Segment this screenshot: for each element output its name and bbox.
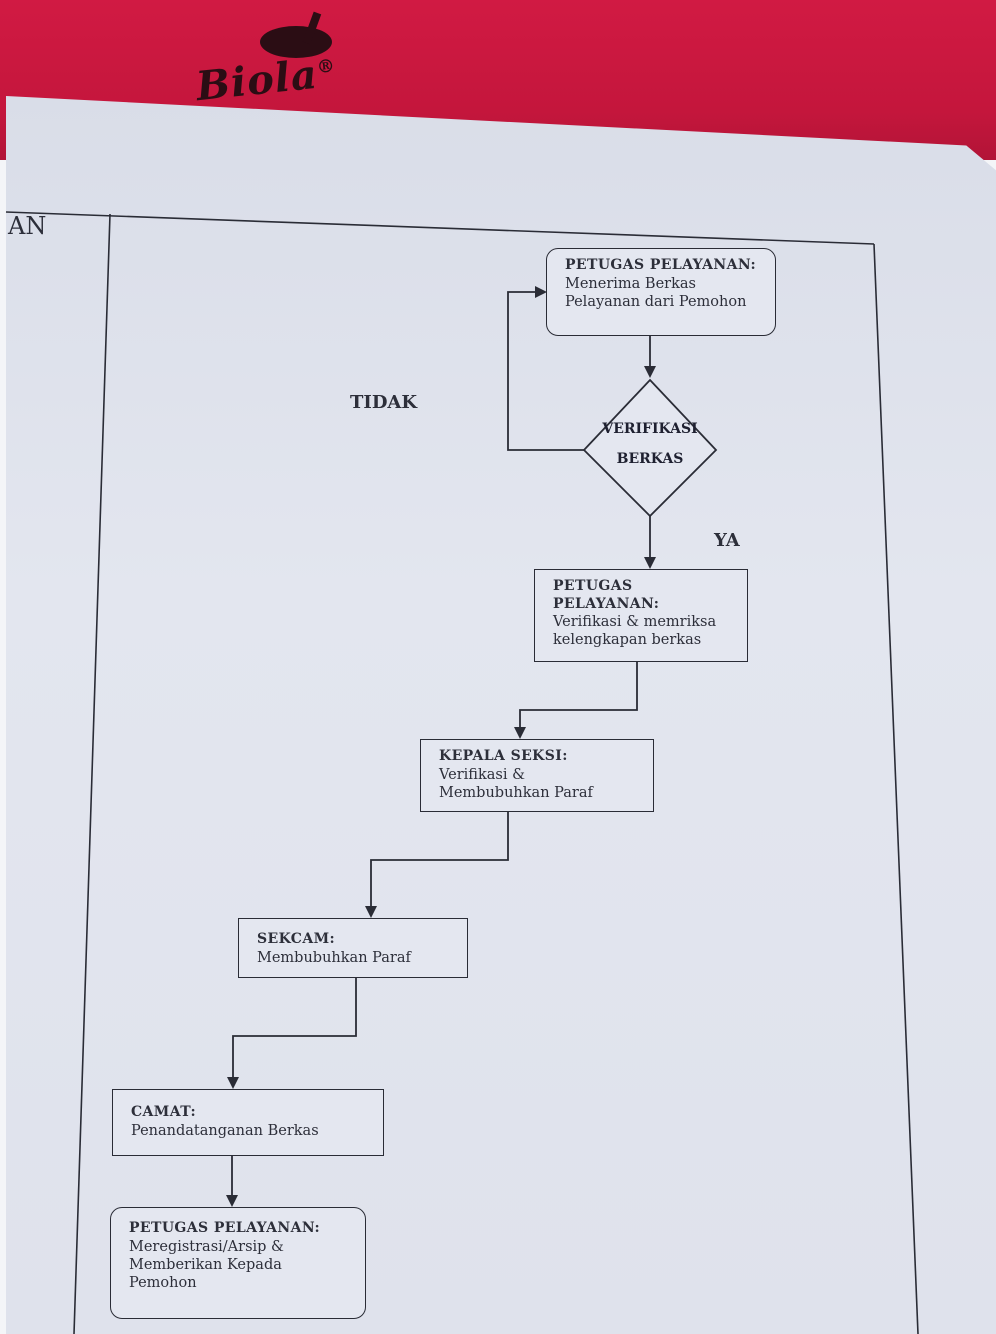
step-role: PETUGAS PELAYANAN:	[565, 257, 757, 273]
step-description: Membubuhkan Paraf	[257, 949, 411, 966]
step-description: Meregistrasi/Arsip & Memberikan Kepada P…	[129, 1238, 284, 1291]
decision-verifikasi-berkas: VERIFIKASI BERKAS	[590, 414, 710, 474]
label-ya: YA	[714, 530, 740, 551]
step-description: Penandatanganan Berkas	[131, 1122, 319, 1139]
step-description: Menerima Berkas Pelayanan dari Pemohon	[565, 275, 747, 310]
arrow-step2-step3	[514, 662, 638, 739]
table-right-border	[873, 243, 919, 1334]
step-role: CAMAT:	[131, 1104, 197, 1120]
step-kepala-seksi: KEPALA SEKSI: Verifikasi & Membubuhkan P…	[420, 739, 654, 812]
table-left-border	[73, 213, 111, 1334]
step-petugas-menerima: PETUGAS PELAYANAN: Menerima Berkas Pelay…	[546, 248, 776, 336]
decision-line1: VERIFIKASI	[602, 421, 698, 437]
step-petugas-registrasi: PETUGAS PELAYANAN: Meregistrasi/Arsip & …	[110, 1207, 366, 1319]
label-tidak: TIDAK	[350, 392, 418, 413]
arrow-step3-step4	[365, 812, 509, 918]
step-petugas-verifikasi: PETUGAS PELAYANAN: Verifikasi & memriksa…	[534, 569, 748, 662]
decision-diamond	[582, 378, 718, 518]
step-description: Verifikasi & Membubuhkan Paraf	[439, 766, 593, 801]
step-role: SEKCAM:	[257, 931, 336, 947]
step-role: KEPALA SEKSI:	[439, 748, 568, 764]
page-edge-text: AN	[8, 212, 47, 240]
arrow-step4-step5	[227, 978, 357, 1089]
step-sekcam: SEKCAM: Membubuhkan Paraf	[238, 918, 468, 978]
step-role: PETUGAS PELAYANAN:	[129, 1220, 321, 1236]
step-camat: CAMAT: Penandatanganan Berkas	[112, 1089, 384, 1156]
step-description: Verifikasi & memriksa kelengkapan berkas	[553, 614, 717, 649]
decision-line2: BERKAS	[616, 451, 684, 467]
step-role: PETUGAS PELAYANAN:	[553, 578, 660, 612]
violin-logo-icon	[260, 11, 332, 58]
table-top-border	[5, 211, 875, 245]
arrow-tidak-loop	[507, 286, 584, 451]
